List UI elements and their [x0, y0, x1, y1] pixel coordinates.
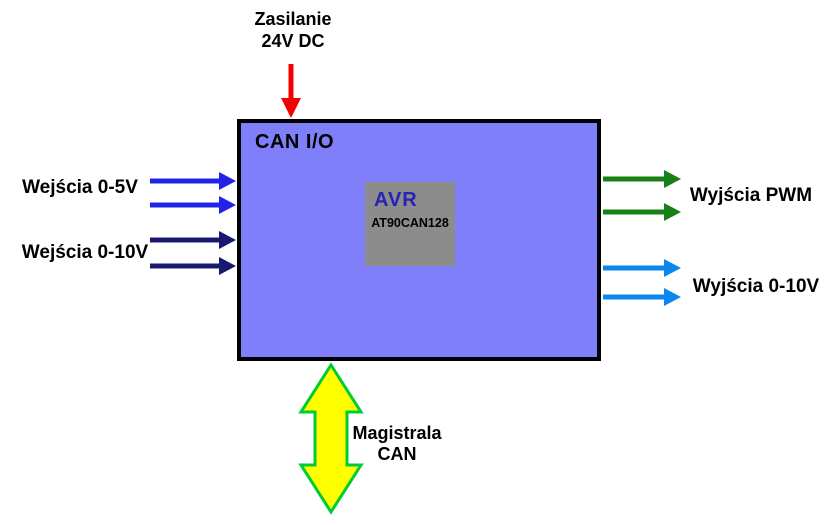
input-0-10v-arrow-2	[150, 257, 236, 275]
output-0-10v-arrow-1	[603, 259, 681, 277]
power-supply-label-line2: 24V DC	[261, 31, 325, 51]
output-pwm-arrow-1	[603, 170, 681, 188]
output-0-10v-label: Wyjścia 0-10V	[692, 276, 820, 297]
output-pwm-label: Wyjścia PWM	[689, 185, 813, 206]
can-bus-label-line2: CAN	[377, 444, 417, 464]
power-supply-label: Zasilanie 24V DC	[233, 8, 353, 52]
can-io-module-box: CAN I/O AVR AT90CAN128	[237, 119, 601, 361]
input-0-5v-arrow-1	[150, 172, 236, 190]
mcu-part-number: AT90CAN128	[371, 216, 449, 230]
output-pwm-arrow-2	[603, 203, 681, 221]
mcu-box: AVR AT90CAN128	[365, 182, 455, 266]
can-bus-arrow	[298, 362, 364, 515]
output-0-10v-arrow-2	[603, 288, 681, 306]
input-0-5v-label: Wejścia 0-5V	[22, 177, 138, 198]
input-0-5v-arrow-2	[150, 196, 236, 214]
input-0-10v-arrow-1	[150, 231, 236, 249]
power-supply-label-line1: Zasilanie	[254, 9, 332, 29]
input-0-10v-label: Wejścia 0-10V	[21, 242, 149, 263]
can-bus-label-line1: Magistrala	[352, 423, 442, 443]
can-bus-label: Magistrala CAN	[336, 423, 458, 465]
power-arrow	[281, 64, 301, 118]
mcu-title: AVR	[374, 189, 418, 211]
module-title: CAN I/O	[255, 131, 335, 153]
